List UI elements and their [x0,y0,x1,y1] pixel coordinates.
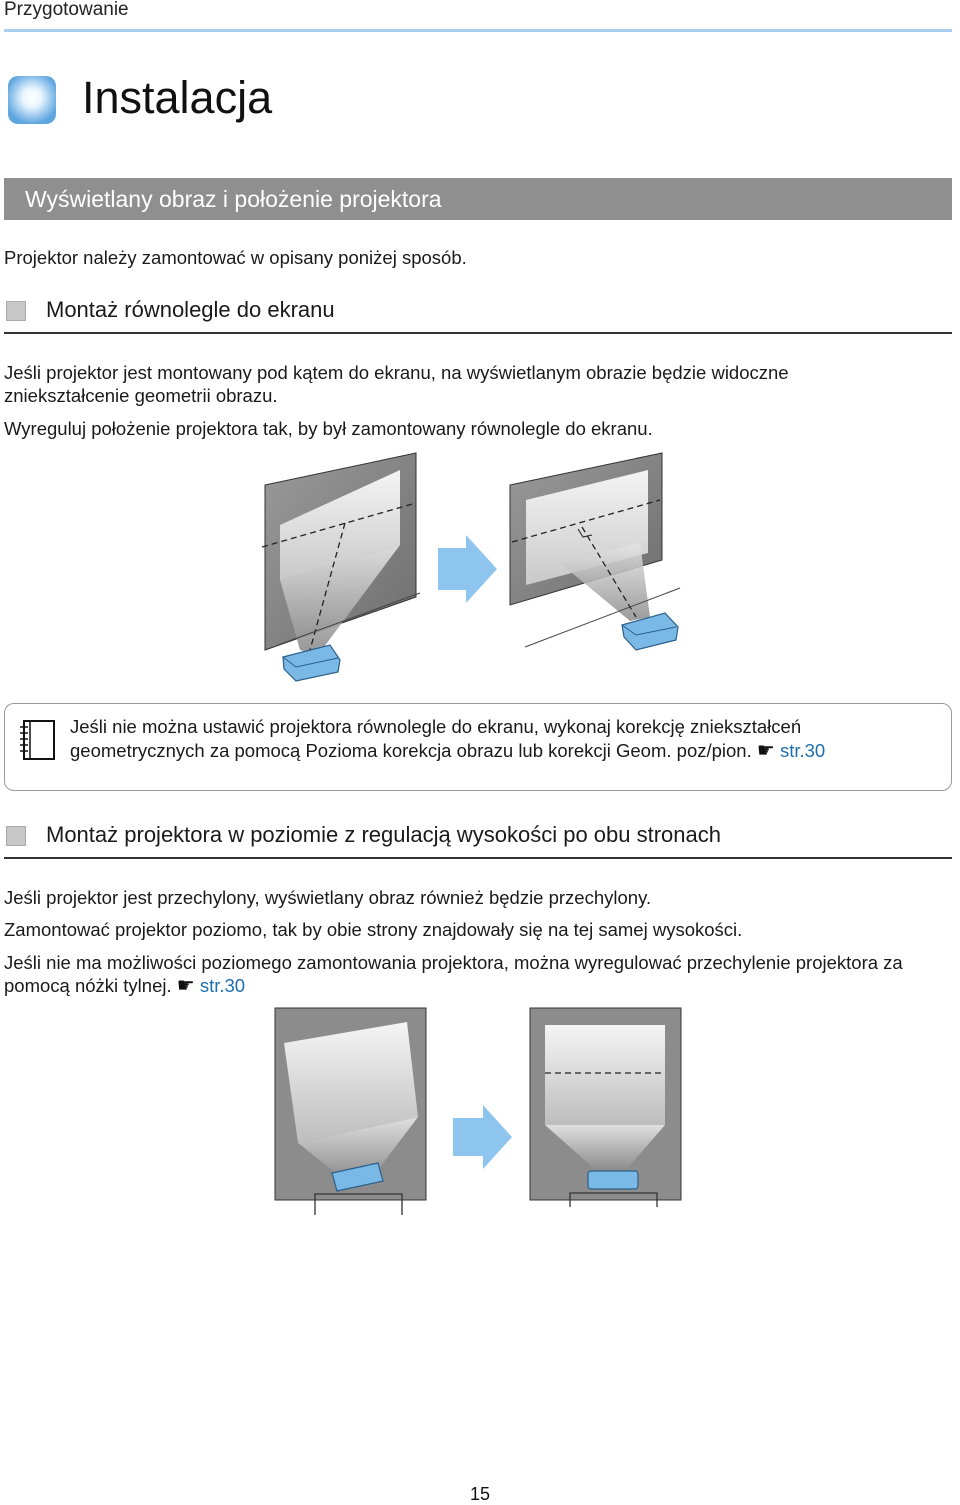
subsection-bullet-icon [6,826,26,846]
chapter-label: Przygotowanie [4,0,129,20]
paragraph-level: Zamontować projektor poziomo, tak by obi… [4,919,743,940]
reference-hand-icon: ☛ [176,975,195,997]
subsection-heading-parallel: Montaż równolegle do ekranu [46,297,335,322]
page-number: 15 [469,1484,491,1504]
reference-hand-icon: ☛ [756,740,775,762]
subsection-divider [4,857,952,859]
note-page-link[interactable]: str.30 [779,740,826,761]
subsection-divider [4,332,952,334]
header-divider [4,29,952,32]
paragraph-rear-foot: Jeśli nie ma możliwości poziomego zamont… [4,951,956,998]
angled-setup [261,452,421,682]
chapter-bullet-icon [6,74,58,126]
arrow-icon [438,535,497,603]
tilted-setup [274,1007,427,1215]
paragraph-distortion: Jeśli projektor jest montowany pod kątem… [4,362,789,406]
section-title: Wyświetlany obraz i położenie projektora [25,186,442,212]
arrow-icon [453,1105,512,1169]
paragraph-tilted: Jeśli projektor jest przechylony, wyświe… [4,887,652,908]
paragraph-adjust: Wyreguluj położenie projektora tak, by b… [4,418,653,439]
note-text: Jeśli nie można ustawić projektora równo… [70,716,802,761]
page-title: Instalacja [82,72,273,123]
parallel-mount-illustration [261,452,681,682]
level-setup [529,1007,682,1207]
intro-text: Projektor należy zamontować w opisany po… [4,247,467,268]
section-header: Wyświetlany obraz i położenie projektora [4,178,952,220]
rear-foot-page-link[interactable]: str.30 [199,975,246,996]
level-mount-illustration [274,1007,682,1215]
note-text-block: Jeśli nie można ustawić projektora równo… [70,715,940,763]
subsection-heading-level: Montaż projektora w poziomie z regulacją… [46,822,721,847]
subsection-bullet-icon [6,301,26,321]
rear-foot-text: Jeśli nie ma możliwości poziomego zamont… [4,952,903,996]
notebook-icon [18,718,58,762]
note-box [4,703,952,791]
parallel-setup [509,452,681,651]
